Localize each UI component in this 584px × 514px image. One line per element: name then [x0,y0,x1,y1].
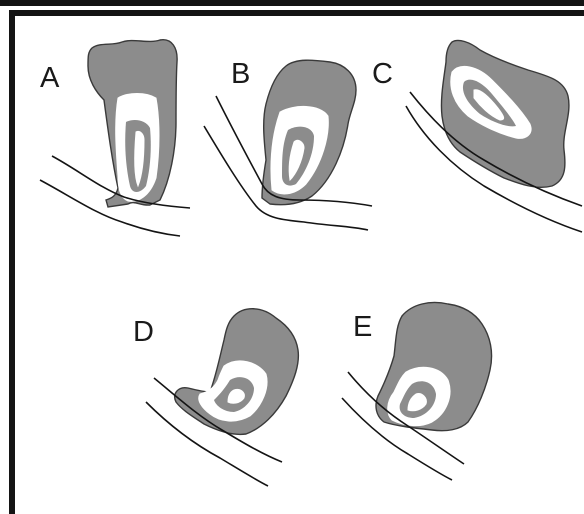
panel-c: C [372,40,582,232]
panel-label-a: A [40,62,60,94]
panel-label-b: B [231,58,250,90]
panel-e: E [342,303,492,481]
panel-b: B [204,58,372,230]
panel-label-c: C [372,58,393,90]
panel-d: D [133,309,298,486]
panel-label-d: D [133,316,154,348]
panel-a: A [40,40,190,236]
panel-label-e: E [353,311,372,343]
